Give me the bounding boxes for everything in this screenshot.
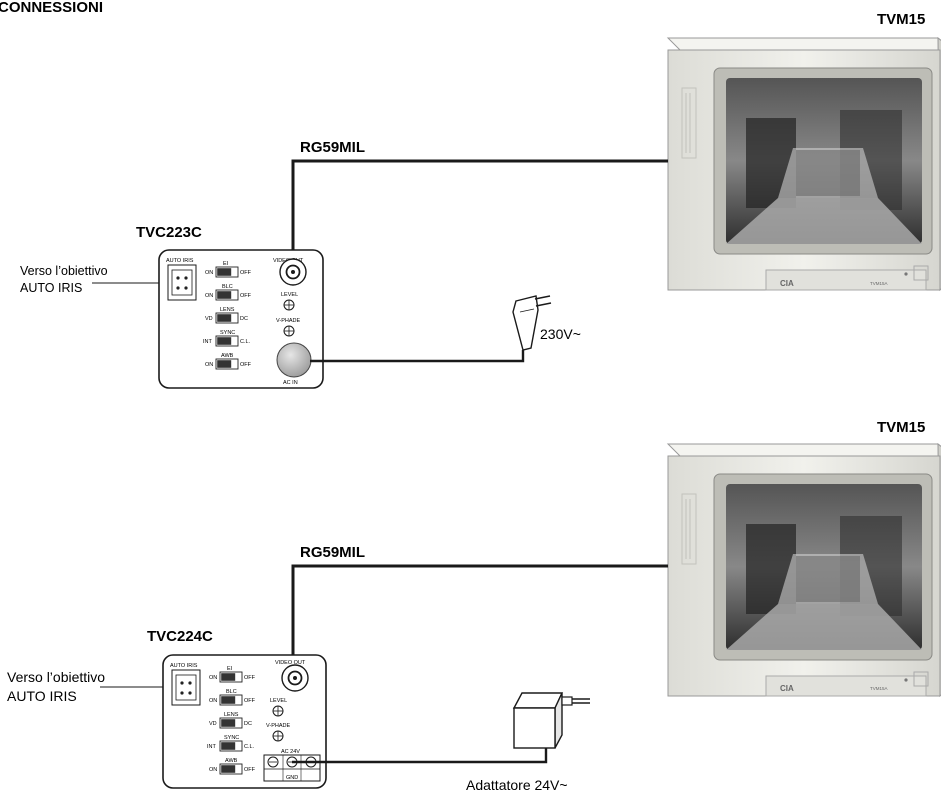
v-phase-label: V-PHADE <box>276 318 300 324</box>
svg-text:BLC: BLC <box>226 689 237 695</box>
auto-iris-label: AUTO IRIS <box>166 258 194 264</box>
v-phase-label: V-PHADE <box>266 723 290 729</box>
svg-text:C.L.: C.L. <box>244 744 255 750</box>
switch-blc[interactable] <box>215 289 239 301</box>
switch-awb[interactable] <box>219 763 243 775</box>
monitor-brand: CIA <box>780 684 794 693</box>
page-title: CONNESSIONI <box>0 0 103 16</box>
monitor-label: TVM15 <box>877 419 925 436</box>
svg-text:EI: EI <box>223 261 229 267</box>
monitor-icon <box>667 443 941 697</box>
svg-text:C.L.: C.L. <box>240 339 251 345</box>
svg-text:ON: ON <box>209 675 217 681</box>
svg-text:ON: ON <box>205 293 213 299</box>
svg-text:VD: VD <box>209 721 217 727</box>
svg-text:OFF: OFF <box>240 362 252 368</box>
cable-label: RG59MIL <box>300 139 365 156</box>
svg-text:OFF: OFF <box>244 767 256 773</box>
ac-24v-label: AC 24V <box>281 749 300 755</box>
svg-text:OFF: OFF <box>240 270 252 276</box>
power-label: Adattatore 24V~ <box>466 777 568 793</box>
svg-text:SYNC: SYNC <box>224 735 239 741</box>
cable-label: RG59MIL <box>300 544 365 561</box>
camera-panel: AUTO IRIS EI ON OFF BLC ON OFF LENS VD D… <box>162 654 327 789</box>
power-cable <box>292 748 548 764</box>
switch-ei[interactable] <box>215 266 239 278</box>
power-label: 230V~ <box>540 326 581 342</box>
auto-iris-label: AUTO IRIS <box>170 663 198 669</box>
svg-text:AWB: AWB <box>221 353 234 359</box>
gnd-label: GND <box>286 775 298 781</box>
power-adapter-icon <box>512 692 590 749</box>
switch-ei[interactable] <box>219 671 243 683</box>
iris-note-line1: Verso l’obiettivo <box>20 264 108 278</box>
svg-text:ON: ON <box>205 270 213 276</box>
camera-label: TVC223C <box>136 224 202 241</box>
svg-text:EI: EI <box>227 666 233 672</box>
svg-text:OFF: OFF <box>240 293 252 299</box>
svg-text:DC: DC <box>240 316 248 322</box>
iris-note-line2: AUTO IRIS <box>7 688 77 704</box>
level-label: LEVEL <box>281 292 298 298</box>
svg-text:LENS: LENS <box>224 712 239 718</box>
monitor-brand: CIA <box>780 279 794 288</box>
plug-icon <box>512 295 552 351</box>
video-out-label: VIDEO OUT <box>275 660 306 666</box>
coax-cable <box>291 159 668 272</box>
diagram-top: TVM15 CIA TVM15A RG59MIL TVC223C Verso l… <box>20 11 941 389</box>
svg-text:AWB: AWB <box>225 758 238 764</box>
svg-text:ON: ON <box>209 698 217 704</box>
svg-text:DC: DC <box>244 721 252 727</box>
iris-note-line1: Verso l’obiettivo <box>7 669 105 685</box>
switch-sync[interactable] <box>219 740 243 752</box>
iris-note-line2: AUTO IRIS <box>20 281 82 295</box>
diagram-bottom: TVM15 CIA TVM15A RG59MIL TVC224C Verso l… <box>7 419 941 793</box>
camera-panel: AUTO IRIS EI ON OFF BLC ON OFF LENS VD D… <box>158 249 324 389</box>
svg-text:OFF: OFF <box>244 698 256 704</box>
switch-lens[interactable] <box>215 312 239 324</box>
svg-text:INT: INT <box>207 744 217 750</box>
svg-text:LENS: LENS <box>220 307 235 313</box>
svg-text:ON: ON <box>205 362 213 368</box>
level-label: LEVEL <box>270 698 287 704</box>
coax-cable <box>291 564 668 678</box>
svg-text:BLC: BLC <box>222 284 233 290</box>
switch-awb[interactable] <box>215 358 239 370</box>
power-cable <box>310 350 525 363</box>
camera-label: TVC224C <box>147 628 213 645</box>
svg-text:SYNC: SYNC <box>220 330 235 336</box>
monitor-model: TVM15A <box>870 281 888 286</box>
monitor-label: TVM15 <box>877 11 925 28</box>
svg-text:OFF: OFF <box>244 675 256 681</box>
svg-text:INT: INT <box>203 339 213 345</box>
svg-text:VD: VD <box>205 316 213 322</box>
monitor-icon <box>667 37 941 291</box>
ac-in-label: AC IN <box>283 380 298 386</box>
switch-sync[interactable] <box>215 335 239 347</box>
ac-in-socket-icon[interactable] <box>276 342 312 378</box>
monitor-model: TVM15A <box>870 686 888 691</box>
switch-lens[interactable] <box>219 717 243 729</box>
svg-text:ON: ON <box>209 767 217 773</box>
switch-blc[interactable] <box>219 694 243 706</box>
